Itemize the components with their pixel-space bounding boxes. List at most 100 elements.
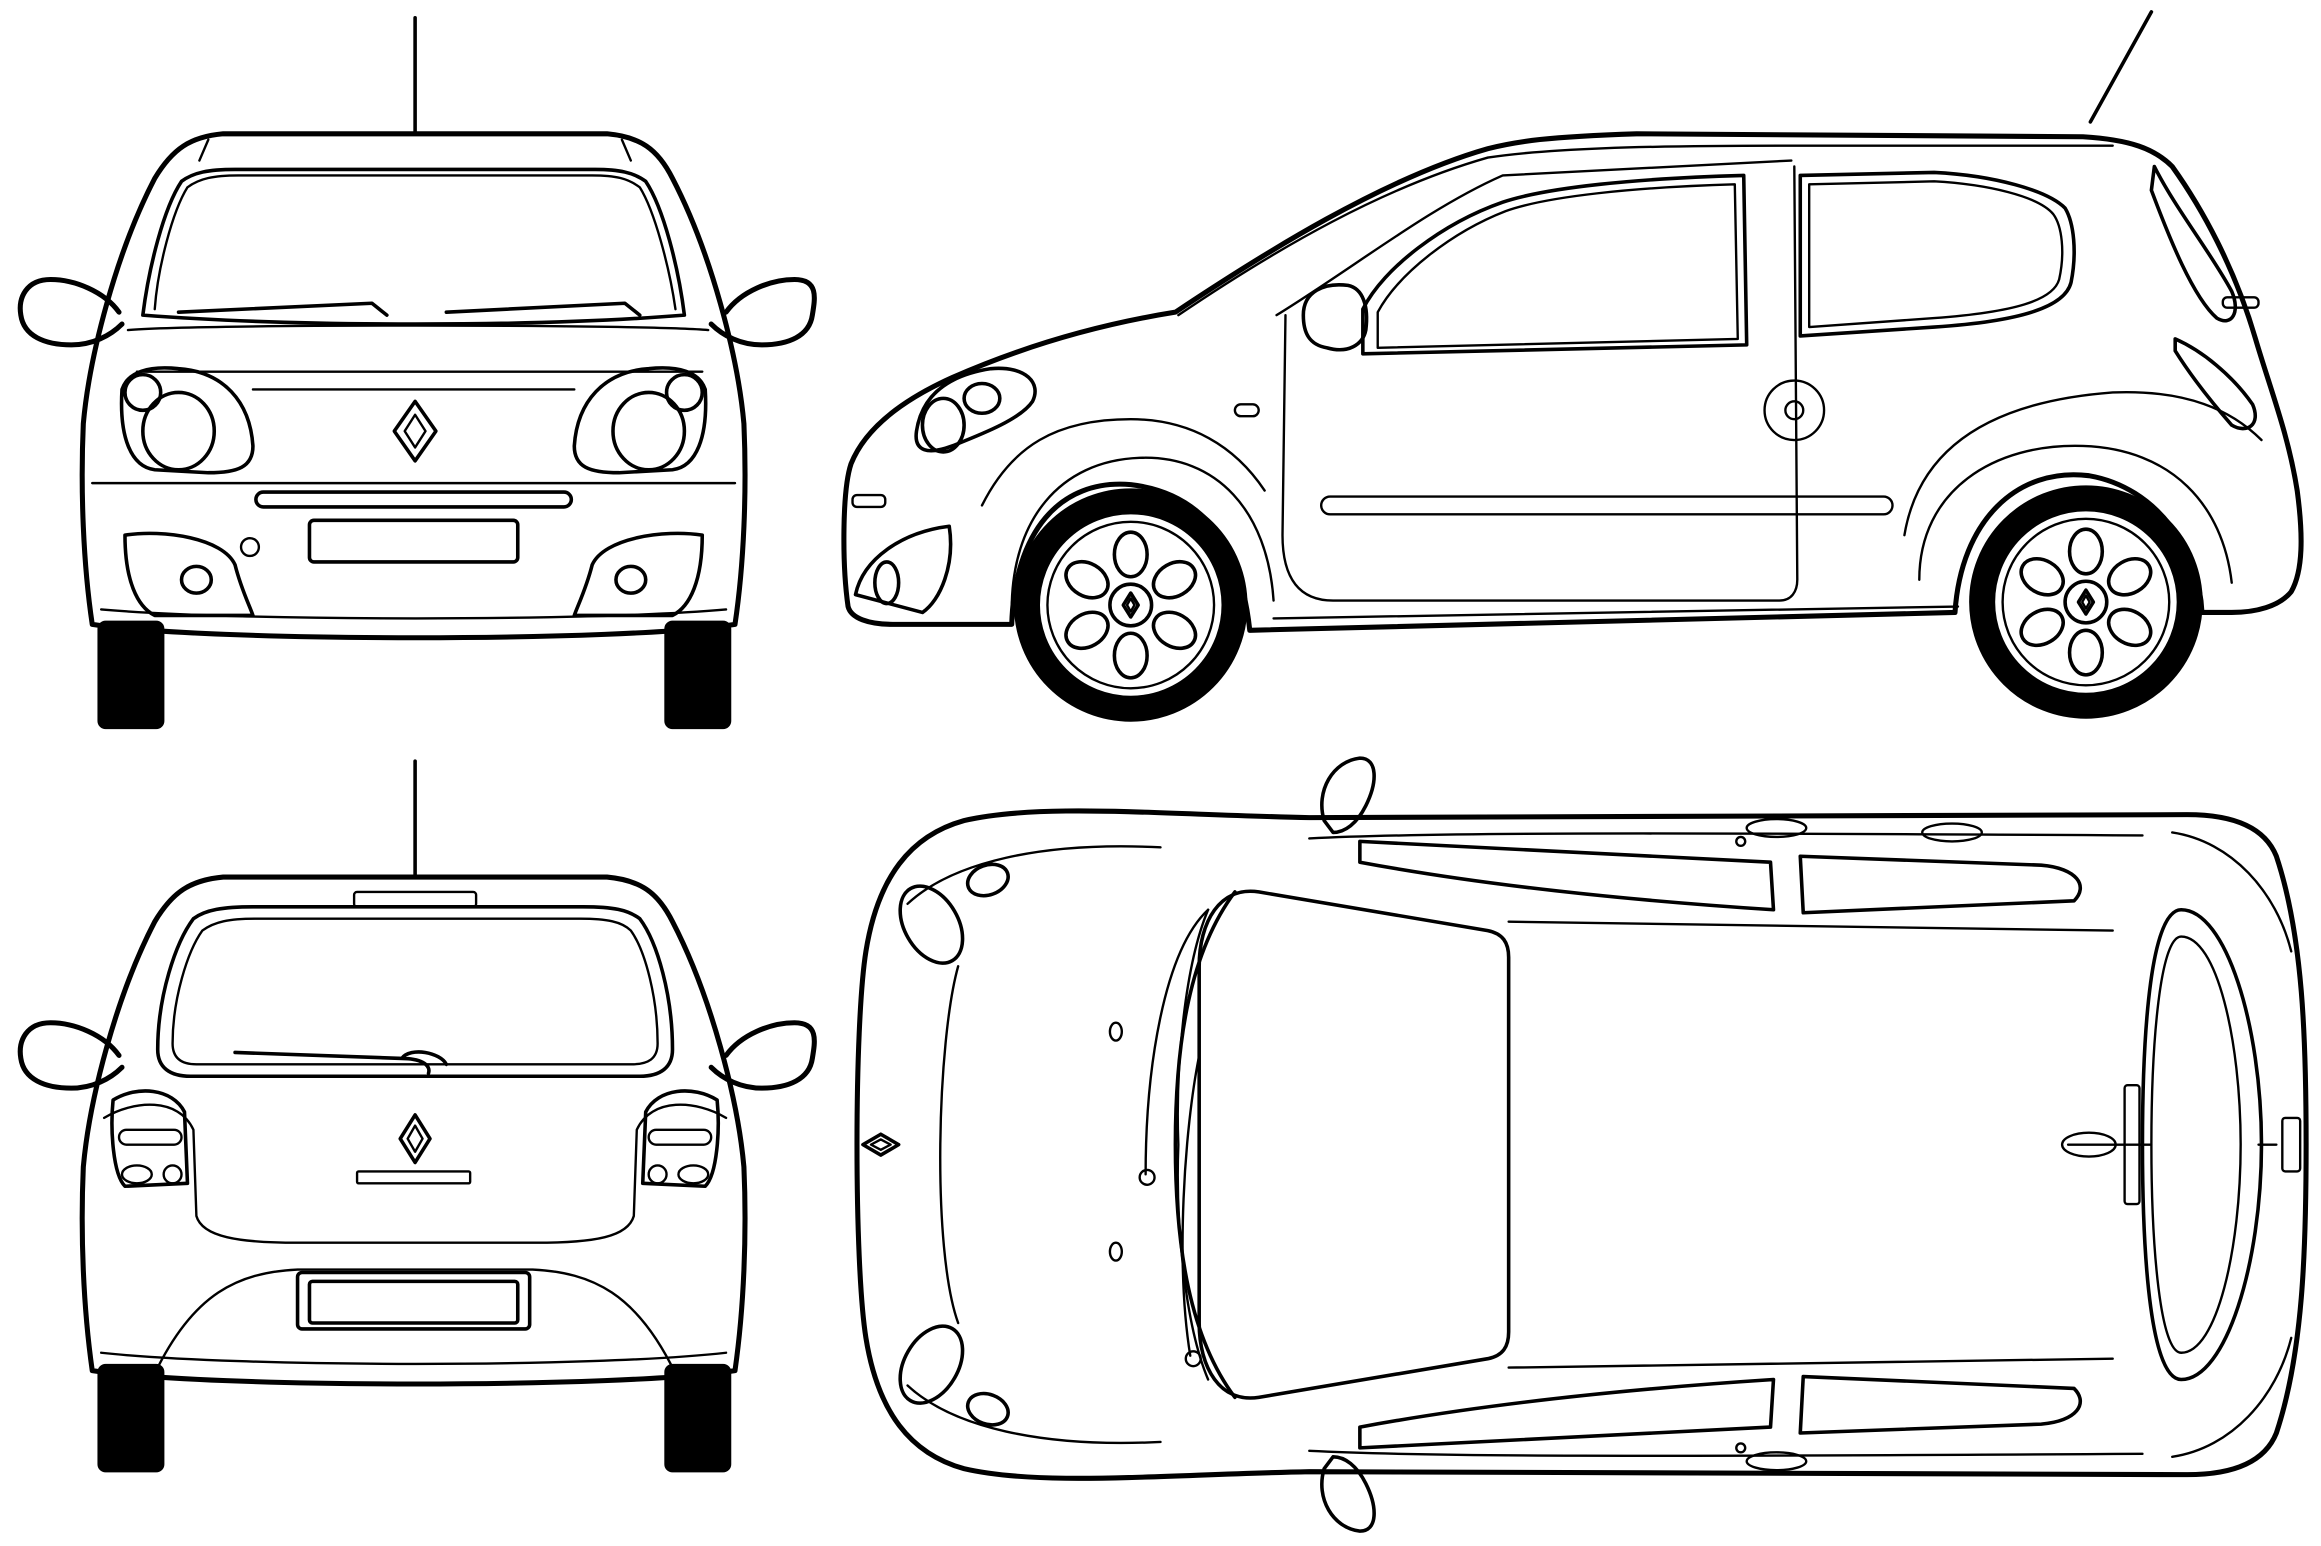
door-window-inner (1376, 183, 1739, 350)
renault-diamond-icon (1121, 591, 1140, 619)
front-right-tire (664, 620, 732, 730)
rim-lip (2001, 517, 2171, 687)
top-side-window-lower (1358, 1377, 1776, 1450)
left-mirror (17, 276, 125, 348)
roof-strip (198, 138, 633, 162)
right-small-lamp (664, 372, 705, 413)
door-trim-strip (1319, 495, 1894, 516)
front-wheel (1013, 488, 1248, 722)
windshield-inner (153, 174, 677, 311)
right-reverse-lamp (677, 1164, 710, 1185)
top-fuel-flap (1921, 822, 1983, 843)
rear-bumper-curve (153, 1268, 677, 1375)
right-indicator (647, 1164, 668, 1185)
left-taillight (110, 1089, 190, 1189)
spoke-window (1064, 610, 1110, 651)
top-rear-window-upper (1798, 854, 2082, 915)
top-body-outline (854, 808, 2309, 1481)
left-tail-lens (117, 1128, 183, 1146)
front-marker (851, 493, 887, 509)
fuel-cap (1784, 400, 1805, 421)
renault-diamond-icon (861, 1132, 901, 1157)
top-side-window-upper (1358, 839, 1776, 912)
spoke-window (1151, 610, 1198, 651)
rim (1037, 511, 1225, 699)
rear-quarter-window (1798, 170, 2076, 338)
side-headlight-small (962, 381, 1002, 416)
side-taillight-lower (2173, 337, 2257, 431)
right-tail-lens (647, 1128, 713, 1146)
spoke-window (2106, 556, 2153, 597)
hub (1108, 582, 1154, 628)
spoke-window (1064, 559, 1110, 600)
rear-wheel (1969, 485, 2203, 719)
door-lock (1735, 1442, 1747, 1454)
rear-spoiler-stop (2221, 296, 2260, 309)
top-rear-glass (2140, 907, 2264, 1382)
license-plate (307, 518, 520, 564)
rear-lower-lip (99, 1351, 728, 1366)
rear-corner-upper (2171, 831, 2293, 953)
left-main-lamp (141, 390, 217, 472)
right-main-lamp (611, 390, 687, 472)
hood-crease (939, 965, 960, 1325)
left-headlight (119, 366, 255, 475)
side-view (841, 10, 2304, 722)
spoke-window (1112, 631, 1149, 680)
left-fog-lamp (179, 564, 214, 595)
renault-diamond-icon (2076, 588, 2096, 616)
lower-lip (99, 608, 728, 620)
logo-inner (1125, 597, 1136, 613)
antenna (2088, 10, 2154, 124)
sensor-dot (239, 536, 261, 558)
roof-rails (1507, 920, 2114, 1369)
rear-left-tire (97, 1363, 165, 1473)
logo-inner (869, 1138, 892, 1152)
door-outline (1281, 165, 1799, 602)
left-indicator (162, 1164, 183, 1185)
wiper-pivot (1138, 1168, 1156, 1186)
side-headlight-lamp (920, 396, 966, 454)
front-arch-flare (1010, 456, 1275, 611)
logo-inner (403, 413, 427, 449)
rear-view (17, 759, 817, 1473)
fuel-flap (1763, 379, 1826, 442)
rear-wiper (233, 1050, 449, 1076)
rear-arch-flare (1918, 444, 2233, 584)
rear-window (155, 905, 675, 1079)
hub (2063, 579, 2109, 625)
rear-window-inner (171, 917, 659, 1066)
right-taillight (640, 1089, 720, 1189)
roof-inner-line (1177, 144, 2114, 317)
rim-lip (1046, 520, 1216, 690)
front-left-tire (97, 620, 165, 730)
side-headlight (914, 366, 1037, 453)
top-wiper-right (1181, 1054, 1201, 1357)
logo-outer (1121, 591, 1140, 619)
washer-jet (1108, 1241, 1124, 1262)
hood-line (126, 324, 710, 332)
top-headlight-upper-small (965, 862, 1010, 898)
door-window (1361, 173, 1749, 356)
right-headlight (572, 366, 708, 475)
logo-inner (2081, 594, 2091, 610)
side-taillight-upper (2149, 164, 2238, 323)
top-rear-spoiler-edge (2281, 1116, 2302, 1173)
sill-line (1272, 605, 1960, 620)
tailgate-line (102, 1103, 728, 1244)
rear-body-outline (79, 874, 748, 1387)
rear-badge-bar (355, 1170, 472, 1185)
door-top-edge (1308, 832, 2144, 840)
rear-corner-lower (2171, 1336, 2293, 1458)
right-mirror (708, 276, 817, 348)
logo-inner (406, 1124, 424, 1153)
left-fog-pod (123, 531, 255, 618)
spoke-window (2067, 527, 2105, 576)
left-mirror (17, 1020, 125, 1091)
top-view (854, 756, 2309, 1533)
wiper-pivot (1184, 1350, 1202, 1368)
top-wiper-area (1176, 908, 1210, 1381)
logo-outer (2076, 588, 2096, 616)
side-repeater (1233, 403, 1260, 418)
